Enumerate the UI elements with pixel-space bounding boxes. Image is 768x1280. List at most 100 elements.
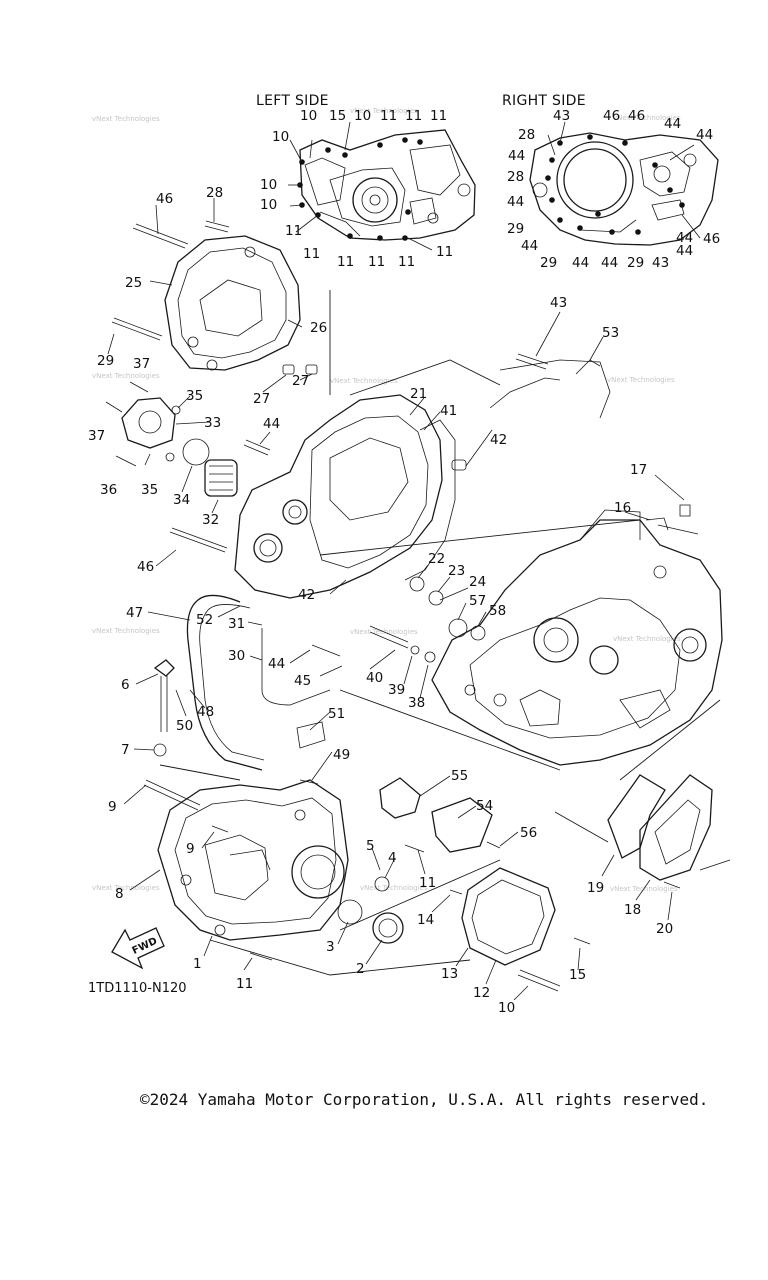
right-side-crankcase-view [529,132,719,246]
callout-number: 43 [550,295,567,311]
callout-number: 26 [310,320,327,336]
callout-number: 11 [337,254,354,270]
watermark: vNext Technologies [92,372,160,380]
callout-number: 31 [228,616,245,632]
oil-filter-parts [121,397,238,497]
callout-number: 43 [553,108,570,124]
callout-number: 46 [156,191,173,207]
callout-number: 43 [652,255,669,271]
callout-number: 50 [176,718,193,734]
watermark: vNext Technologies [613,635,681,643]
callout-number: 58 [489,603,506,619]
watermark: vNext Technologies [613,114,681,122]
callout-number: 7 [121,742,130,758]
callout-number: 37 [88,428,105,444]
callout-number: 29 [627,255,644,271]
crankcase-cover [164,235,318,375]
callout-number: 45 [294,673,311,689]
callout-number: 44 [676,243,693,259]
fwd-arrow: FWD [111,927,165,970]
callout-number: 53 [602,325,619,341]
callout-number: 19 [587,880,604,896]
callout-number: 10 [260,177,277,193]
watermark: vNext Technologies [350,107,418,115]
callout-number: 44 [263,416,280,432]
callout-number: 44 [521,238,538,254]
right-side-label: RIGHT SIDE [502,93,586,109]
callout-number: 23 [448,563,465,579]
callout-number: 44 [508,148,525,164]
callout-number: 34 [173,492,190,508]
callout-number: 15 [329,108,346,124]
callout-number: 10 [260,197,277,213]
callout-number: 28 [507,169,524,185]
callout-number: 13 [441,966,458,982]
callout-number: 44 [676,230,693,246]
callout-number: 16 [614,500,631,516]
callout-number: 29 [97,353,114,369]
callout-number: 10 [354,108,371,124]
callout-number: 48 [197,704,214,720]
callout-number: 44 [572,255,589,271]
callout-number: 37 [133,356,150,372]
callout-number: 29 [540,255,557,271]
callout-number: 35 [186,388,203,404]
callout-number: 46 [137,559,154,575]
callout-number: 47 [126,605,143,621]
callout-number: 54 [476,798,493,814]
callout-number: 36 [100,482,117,498]
callout-number: 51 [328,706,345,722]
copyright-notice: ©2024 Yamaha Motor Corporation, U.S.A. A… [140,1090,709,1109]
callout-number: 27 [253,391,270,407]
callout-number: 10 [498,1000,515,1016]
clutch-cover [234,394,467,599]
leader-lines [107,121,701,1001]
watermark: vNext Technologies [92,884,160,892]
callout-number: 20 [656,921,673,937]
callout-number: 11 [419,875,436,891]
callout-number: 9 [186,841,195,857]
callout-number: 21 [410,386,427,402]
callout-number: 11 [398,254,415,270]
watermark: vNext Technologies [92,627,160,635]
callout-number: 24 [469,574,486,590]
callout-number: 35 [141,482,158,498]
watermark: vNext Technologies [330,377,398,385]
callout-number: 3 [326,939,335,955]
callout-number: 11 [303,246,320,262]
left-side-crankcase-view [297,129,476,241]
callout-number: 42 [298,587,315,603]
callout-number: 17 [630,462,647,478]
callout-number: 46 [603,108,620,124]
callout-number: 11 [285,223,302,239]
callout-number: 44 [268,656,285,672]
fwd-label: FWD [131,936,159,957]
callout-number: 32 [202,512,219,528]
callout-number: 29 [507,221,524,237]
callout-number: 11 [368,254,385,270]
callout-number: 15 [569,967,586,983]
diagram-code: 1TD1110-N120 [88,981,187,996]
left-side-label: LEFT SIDE [256,93,329,109]
lower-crankcase-cover [157,779,349,941]
callout-number: 39 [388,682,405,698]
callout-number: 56 [520,825,537,841]
callout-number: 44 [507,194,524,210]
callout-number: 11 [236,976,253,992]
callout-number: 27 [292,373,309,389]
callout-number: 5 [366,838,375,854]
callout-number: 44 [664,116,681,132]
hoses-and-small-parts [153,359,699,771]
assembly-lines [159,290,731,976]
callout-number: 9 [108,799,117,815]
watermark: vNext Technologies [360,884,428,892]
callout-number: 11 [405,108,422,124]
callout-numbers: 10 15 10 11 11 11 10 10 10 11 11 11 11 1… [88,108,720,1016]
callout-number: 1 [193,956,202,972]
callout-number: 11 [380,108,397,124]
callout-number: 55 [451,768,468,784]
callout-number: 28 [206,185,223,201]
callout-number: 44 [696,127,713,143]
callout-number: 2 [356,961,365,977]
